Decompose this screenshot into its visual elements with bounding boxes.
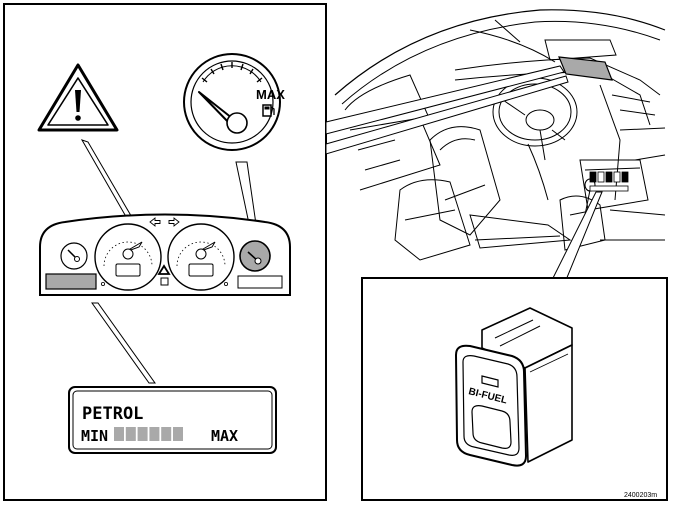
cluster-indicator-square [161,278,168,285]
gauge-max-label: MAX [256,87,285,102]
display-min-label: MIN [81,427,108,445]
dash-callout-pointer [326,66,564,134]
cluster-display-highlighted [46,274,96,289]
display-max-label: MAX [211,427,238,445]
console-switch-row [590,172,628,191]
gauge-hub [227,113,247,133]
cluster-display-right [238,276,282,288]
display-level-segment [114,427,124,441]
display-level-segment [138,427,148,441]
display-fuel-label: PETROL [82,404,143,424]
figure-code: 2400203m [624,492,657,499]
cluster-fuel-gauge [240,241,270,271]
display-level-segment [149,427,159,441]
display-level-segment [126,427,136,441]
small-temp-gauge [61,243,87,269]
instrument-cluster [40,215,290,296]
switch-press-pad[interactable] [472,406,511,449]
speedometer-dial [95,224,161,290]
fuel-display-enlarged: PETROL MIN MAX [69,387,276,453]
dash-display-highlight [559,57,612,80]
display-level-segment [161,427,171,441]
display-level-segment [173,427,183,441]
tachometer-dial [168,224,234,290]
